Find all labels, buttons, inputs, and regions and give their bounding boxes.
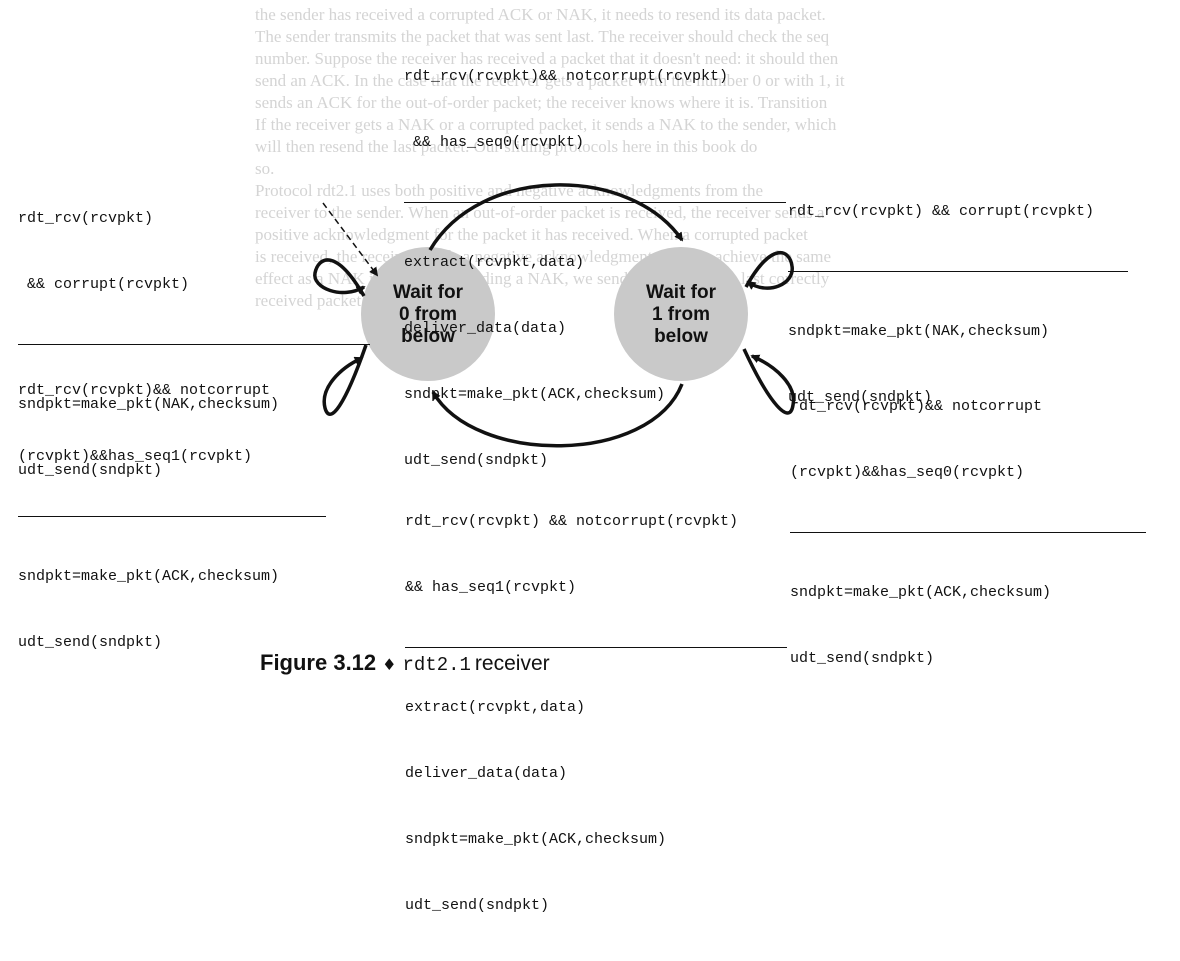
transition-bottom-arrow xyxy=(431,383,684,448)
action-line: sndpkt=make_pkt(ACK,checksum) xyxy=(404,386,666,403)
fsm-diagram xyxy=(313,183,796,448)
self-loop-wait1-top-arrow xyxy=(744,251,794,290)
background-line: the sender has received a corrupted ACK … xyxy=(255,5,826,24)
action-line: udt_send(sndpkt) xyxy=(18,634,163,651)
action-line: deliver_data(data) xyxy=(405,765,568,782)
event-line: rdt_rcv(rcvpkt) && corrupt(rcvpkt) xyxy=(788,203,1095,220)
caption-figure-number: Figure 3.12 xyxy=(260,650,377,675)
background-line: so. xyxy=(255,159,275,178)
action-line: sndpkt=make_pkt(ACK,checksum) xyxy=(790,584,1052,601)
event-line: rdt_rcv(rcvpkt)&& notcorrupt xyxy=(18,382,271,399)
caption-protocol-name: rdt2.1 xyxy=(402,654,471,676)
transition-bottom-label: rdt_rcv(rcvpkt) && notcorrupt(rcvpkt) &&… xyxy=(405,467,787,961)
action-line: sndpkt=make_pkt(NAK,checksum) xyxy=(788,323,1050,340)
action-line: sndpkt=make_pkt(ACK,checksum) xyxy=(405,831,667,848)
background-line: number. Suppose the receiver has receive… xyxy=(255,49,839,68)
action-line: udt_send(sndpkt) xyxy=(790,650,935,667)
event-action-divider xyxy=(790,532,1146,533)
state-label-line: below xyxy=(401,326,455,347)
figure-page: the sender has received a corrupted ACK … xyxy=(18,5,1146,914)
state-label-line: 1 from xyxy=(651,304,711,325)
event-action-divider xyxy=(18,516,326,517)
initial-state-arrow xyxy=(322,202,379,277)
caption-word: receiver xyxy=(474,652,550,675)
event-line: rdt_rcv(rcvpkt)&& notcorrupt(rcvpkt) xyxy=(404,68,729,85)
transition-right-bottom-label: rdt_rcv(rcvpkt)&& notcorrupt (rcvpkt)&&h… xyxy=(790,352,1146,714)
background-line: positive acknowledgment for the packet i… xyxy=(255,225,808,244)
action-line: deliver_data(data) xyxy=(404,320,567,337)
event-action-divider xyxy=(788,271,1128,272)
event-line: (rcvpkt)&&has_seq1(rcvpkt) xyxy=(18,448,253,465)
event-line: rdt_rcv(rcvpkt) && notcorrupt(rcvpkt) xyxy=(405,513,739,530)
transition-left-top-label: rdt_rcv(rcvpkt) && corrupt(rcvpkt) sndpk… xyxy=(18,164,370,526)
action-line: udt_send(sndpkt) xyxy=(18,462,163,479)
diamond-icon: ♦ xyxy=(382,655,397,674)
state-label-line: 0 from xyxy=(398,304,458,325)
background-line: The sender transmits the packet that was… xyxy=(255,27,830,46)
transition-right-top-label: rdt_rcv(rcvpkt) && corrupt(rcvpkt) sndpk… xyxy=(788,157,1128,453)
action-line: udt_send(sndpkt) xyxy=(788,389,933,406)
event-line: rdt_rcv(rcvpkt) xyxy=(18,210,154,227)
background-line: If the receiver gets a NAK or a corrupte… xyxy=(255,115,837,134)
event-line: && has_seq0(rcvpkt) xyxy=(404,134,585,151)
event-action-divider xyxy=(404,202,786,203)
self-loop-wait1-bottom-arrow xyxy=(742,348,796,415)
state-wait-0-label: Wait for 0 from below xyxy=(373,282,483,348)
state-wait-1-label: Wait for 1 from below xyxy=(626,282,736,348)
state-label-line: Wait for xyxy=(392,282,463,303)
state-wait-0-circle xyxy=(361,247,495,381)
action-line: extract(rcvpkt,data) xyxy=(404,254,585,271)
transition-left-bottom-label: rdt_rcv(rcvpkt)&& notcorrupt (rcvpkt)&&h… xyxy=(18,336,326,698)
action-line: udt_send(sndpkt) xyxy=(404,452,549,469)
action-line: sndpkt=make_pkt(NAK,checksum) xyxy=(18,396,280,413)
state-label-line: below xyxy=(654,326,708,347)
background-line: send an ACK. In the case that the receiv… xyxy=(255,71,845,90)
self-loop-wait0-top-arrow xyxy=(313,258,366,297)
state-label-line: Wait for xyxy=(645,282,716,303)
event-line: && has_seq1(rcvpkt) xyxy=(405,579,577,596)
state-wait-1-circle xyxy=(614,247,748,381)
event-line: && corrupt(rcvpkt) xyxy=(18,276,190,293)
self-loop-wait0-bottom-arrow xyxy=(322,344,368,416)
action-line: extract(rcvpkt,data) xyxy=(405,699,586,716)
event-line: rdt_rcv(rcvpkt)&& notcorrupt xyxy=(790,398,1043,415)
background-line: sends an ACK for the out-of-order packet… xyxy=(255,93,828,112)
action-line: sndpkt=make_pkt(ACK,checksum) xyxy=(18,568,280,585)
event-action-divider xyxy=(405,647,787,648)
background-line: receiver to the sender. When an out-of-o… xyxy=(255,203,825,222)
transition-top-label: rdt_rcv(rcvpkt)&& notcorrupt(rcvpkt) && … xyxy=(404,22,786,516)
action-line: udt_send(sndpkt) xyxy=(405,897,550,914)
transition-top-arrow xyxy=(428,183,684,251)
event-line: (rcvpkt)&&has_seq0(rcvpkt) xyxy=(790,464,1025,481)
figure-caption: Figure 3.12 ♦ rdt2.1 receiver xyxy=(260,648,550,678)
background-line: will then resend the last packet. Our sl… xyxy=(255,137,758,156)
event-action-divider xyxy=(18,344,370,345)
background-line: received packet. xyxy=(255,291,366,310)
